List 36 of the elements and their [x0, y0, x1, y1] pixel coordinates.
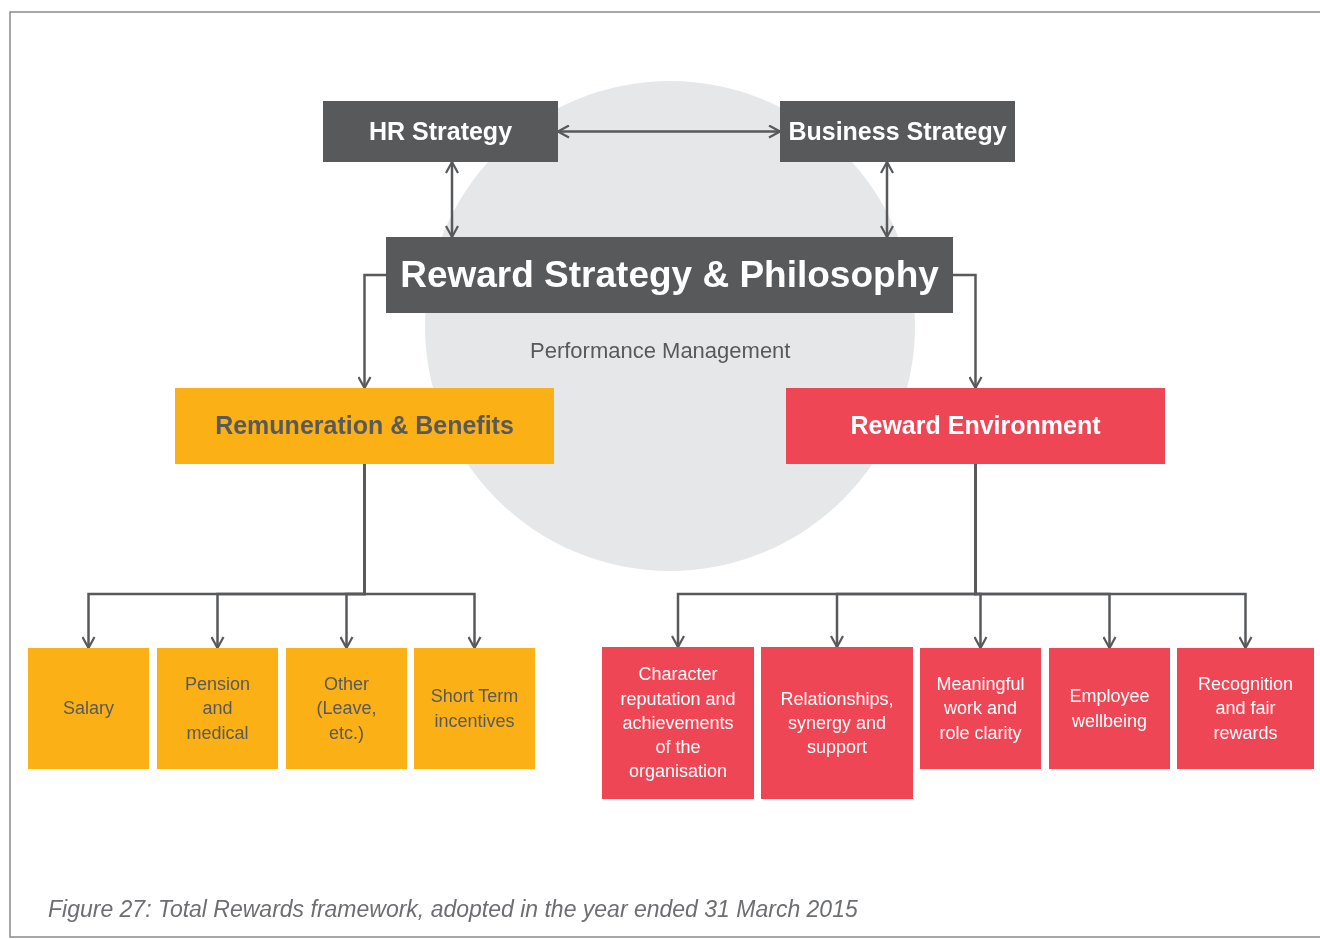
box-label: HR Strategy: [368, 115, 513, 147]
arrow: [357, 273, 386, 390]
item-box: [286, 648, 407, 769]
item-box: [414, 648, 535, 769]
arrow: [879, 160, 895, 239]
item-box: [1049, 648, 1170, 769]
circle-label: Performance Management: [530, 338, 791, 364]
strategy-box: [386, 237, 953, 313]
figure-caption: Figure 27: Total Rewards framework, adopted in the year ended 31 March 2015: [48, 896, 858, 923]
item-box: [1177, 648, 1314, 769]
item-box: [157, 648, 278, 769]
item-box: [920, 648, 1041, 769]
arrow: [953, 273, 983, 390]
box-label: Salary: [63, 697, 114, 721]
category-box: [786, 388, 1165, 464]
arrow: [363, 464, 482, 650]
box-label: Employee wellbeing: [1068, 685, 1151, 733]
item-box: [761, 647, 913, 799]
arrow: [974, 464, 1253, 650]
box-label: Short Term incentives: [429, 685, 520, 733]
box-label: Other (Leave, etc.): [315, 673, 378, 745]
box-label: Relationships, synergy and support: [779, 687, 895, 760]
box-label: Remuneration & Benefits: [215, 410, 514, 442]
box-label: Pension and medical: [183, 673, 252, 745]
box-label: Reward Strategy & Philosophy: [400, 253, 939, 298]
box-label: Business Strategy: [788, 115, 1007, 147]
box-label: Character reputation and achievements of the organisation: [619, 663, 737, 784]
item-box: [28, 648, 149, 769]
arrow: [444, 160, 460, 239]
box-label: Reward Environment: [850, 410, 1101, 442]
category-box: [175, 388, 554, 464]
strategy-box: [323, 101, 558, 162]
item-box: [602, 647, 754, 799]
box-label: Recognition and fair rewards: [1196, 673, 1295, 745]
box-label: Meaningful work and role clarity: [935, 673, 1026, 745]
strategy-box: [780, 101, 1015, 162]
